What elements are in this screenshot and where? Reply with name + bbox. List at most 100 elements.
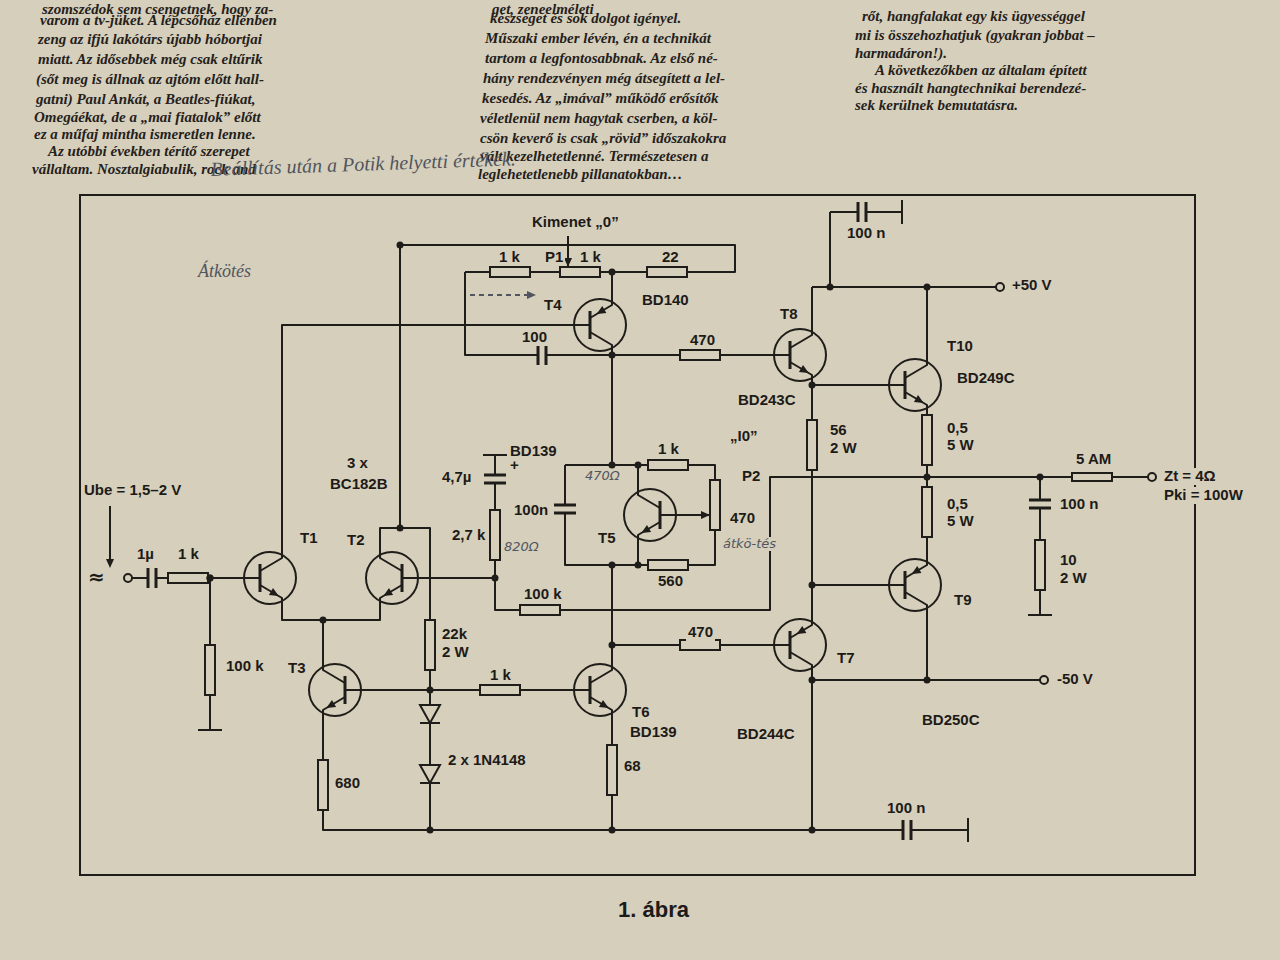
component-label: T5 [596,530,618,547]
junction-dot [427,827,434,834]
junction-dot [809,827,816,834]
transistor-base [574,689,590,691]
figure-caption: 1. ábra [618,898,689,922]
handwritten-note: 470Ω [584,469,621,483]
component-label: 56 [828,422,849,439]
wire [905,355,927,378]
article-text: A következőkben az általam épített [875,62,1087,79]
resistor-symbol [480,685,520,695]
article-text: rőt, hangfalakat egy kis ügyességgel [862,8,1085,25]
dashed-pencil-line [470,294,528,296]
wire [611,795,613,830]
wire [323,660,345,683]
transistor-base [345,689,361,691]
transistor-base [889,384,905,386]
wire [790,362,812,385]
component-label: BD140 [640,292,691,309]
component-label: T10 [945,338,975,355]
resistor-symbol [490,267,530,277]
article-text: varom a tv-jüket. A lépcsőház ellenben [40,12,277,29]
wire [564,465,566,505]
diode-bar [420,782,440,784]
diode-symbol [420,765,440,783]
capacitor-plate [902,820,905,840]
transistor-base [889,584,905,586]
arrow-head [914,395,924,403]
transistor-symbol [624,489,676,541]
terminal-circle [124,574,132,582]
wire [198,729,222,731]
component-label: 100n [512,502,550,519]
junction-dot [609,462,616,469]
transistor-symbol [366,552,418,604]
wire [590,295,612,318]
component-label: P1 [543,249,565,266]
wire [811,287,813,325]
article-text: Omegáékat, de a „mai fiatalok” előtt [34,109,261,126]
arrow-head [597,306,607,314]
wire [282,608,380,620]
component-label: 4,7µ [440,469,474,486]
article-text: ez a műfaj mintha ismeretlen lenne. [34,126,256,143]
wire [1028,614,1052,616]
component-label: Kimenet „0” [530,214,621,231]
component-label: „I0” [728,428,760,445]
wire [790,652,812,675]
wire [495,560,520,610]
resistor-symbol [425,620,435,670]
component-label: BD243C [736,392,798,409]
wire [905,555,927,578]
wire [790,325,812,348]
component-label: T1 [298,530,320,547]
signal-symbol: ≈ [88,566,105,588]
wire [590,660,612,683]
arrow-head [383,588,393,596]
transistor-symbol [774,619,826,671]
wire [156,577,168,579]
article-text: gatni) Paul Ankát, a Beatles-fiúkat, [36,91,255,108]
transistor-base [660,514,676,516]
capacitor-plate [1029,507,1051,510]
article-text: csön keverő is csak „rövid” időszakokra [480,130,726,147]
wire [109,506,111,562]
wire [611,720,613,745]
component-label: BD250C [920,712,982,729]
capacitor-plate [554,512,576,515]
resistor-symbol [168,573,208,583]
junction-dot [809,677,816,684]
component-label: 470 [686,624,715,641]
wire [590,697,612,720]
wire [967,818,969,842]
transistor-symbol [574,299,626,351]
article-text: zeng az ifjú lakótárs újabb hóbortjai [38,31,262,48]
wire [209,578,211,645]
resistor-symbol [648,560,688,570]
transistor-bar [659,501,662,529]
component-label: BD249C [955,370,1017,387]
component-label: 5 W [945,513,976,530]
component-label: 1µ [135,546,156,563]
capacitor-plate [155,568,158,588]
component-label: 100 k [224,658,266,675]
wire [429,723,431,765]
component-label: BC182B [328,476,390,493]
resistor-symbol [922,487,932,537]
diode-symbol [420,705,440,723]
capacitor-plate [910,820,913,840]
component-label: +50 V [1010,277,1054,294]
article-text: és használt hangtechnikai berendezé- [855,80,1086,97]
transistor-symbol [889,559,941,611]
diode-bar [420,722,440,724]
component-label: 1 k [488,667,513,684]
component-label: 470 [688,332,717,349]
resistor-symbol [205,645,215,695]
terminal-circle [996,283,1004,291]
arrow-head [701,511,710,519]
transistor-bar [589,676,592,704]
wire [612,644,680,646]
component-label: T3 [286,660,308,677]
component-label: 1 k [656,441,681,458]
wire [520,689,574,691]
article-text: (sőt meg is állnak az ajtóm előtt hall- [36,71,264,88]
resistor-symbol [520,605,560,615]
